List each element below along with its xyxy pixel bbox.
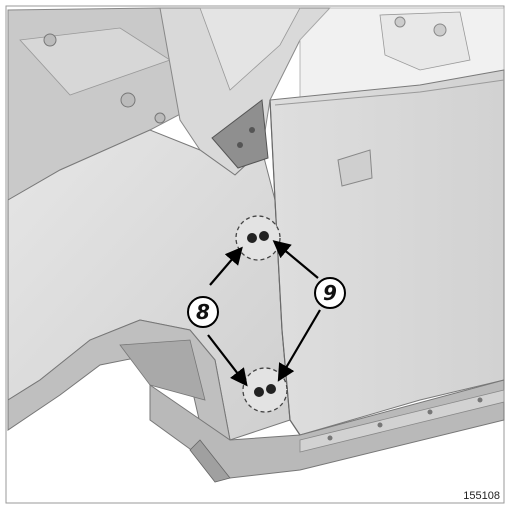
lower-hinge-area — [242, 367, 288, 413]
mirror-mount — [211, 99, 269, 169]
front-door — [269, 69, 505, 436]
sill-panel — [149, 379, 505, 479]
callout-9-label: 9 — [323, 281, 337, 305]
reference-number: 155108 — [463, 490, 500, 502]
lower-bolt-1 — [254, 387, 264, 397]
upper-hinge-area — [235, 215, 281, 261]
arrow-8-upper — [209, 246, 243, 286]
door-handle-recess — [337, 149, 373, 187]
lower-bolt-2 — [266, 384, 276, 394]
upper-bolt-2 — [259, 231, 269, 241]
callout-8-label: 8 — [196, 300, 210, 324]
upper-bolt-1 — [247, 233, 257, 243]
arrow-8-lower — [207, 334, 248, 387]
callout-9: 9 — [314, 277, 346, 309]
callout-8: 8 — [187, 296, 219, 328]
arrow-9-upper — [272, 240, 319, 279]
arrow-9-lower — [277, 309, 321, 382]
door-gap — [269, 99, 301, 436]
